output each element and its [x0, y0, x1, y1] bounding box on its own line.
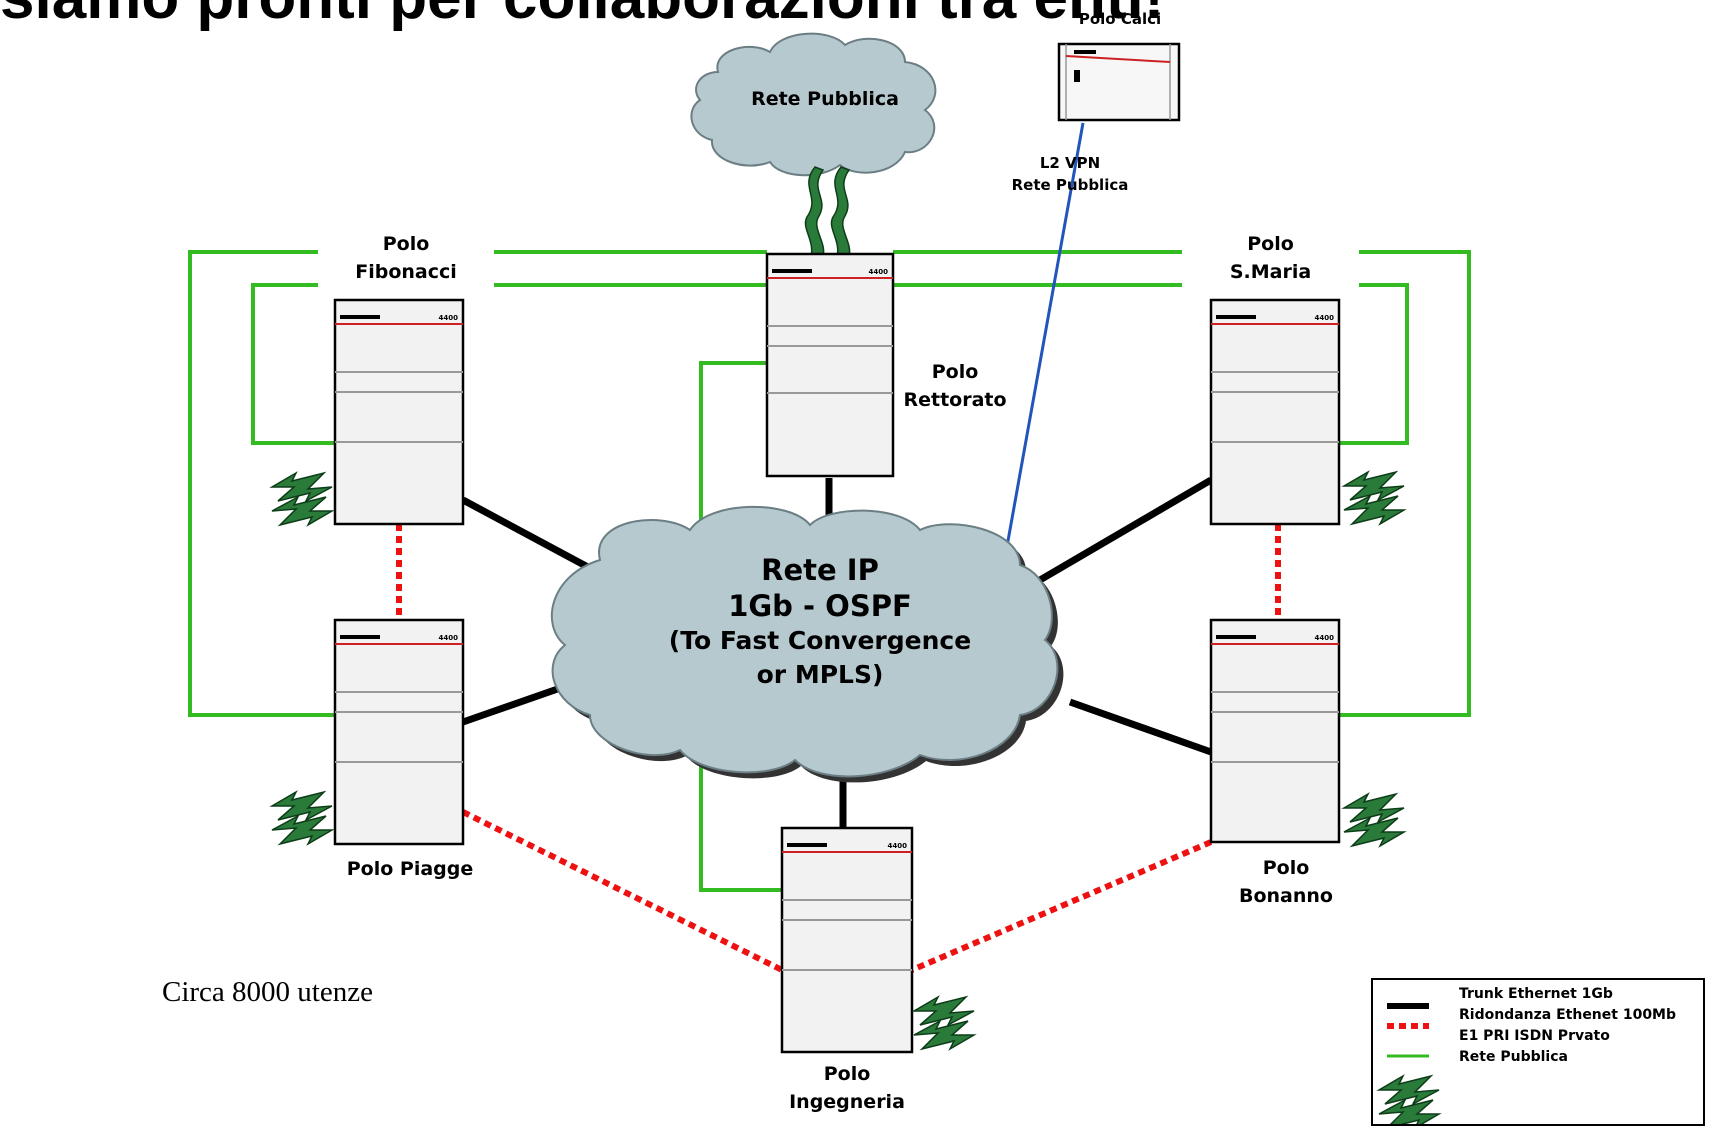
vpn-label-line2: Rete Pubblica — [1011, 176, 1129, 194]
public-network-icon-fibonacci — [271, 472, 333, 526]
redundancy-links — [396, 524, 1281, 973]
public-cloud — [690, 32, 937, 177]
legend: Trunk Ethernet 1Gb Ridondanza Ethenet 10… — [1371, 978, 1705, 1126]
node-label-ingegneria-line1: Polo — [823, 1063, 871, 1085]
core-cloud-line3: (To Fast Convergence — [668, 626, 972, 655]
device-rettorato — [765, 252, 895, 478]
vpn-label-line1: L2 VPN — [1039, 154, 1101, 172]
node-label-rettorato-line2: Rettorato — [903, 389, 1007, 411]
device-bonanno — [1209, 618, 1341, 844]
node-label-bonanno-line2: Bonanno — [1239, 885, 1333, 907]
node-label-rettorato: Polo Rettorato — [895, 358, 1015, 414]
model-bonanno: 4400 — [1315, 634, 1335, 642]
core-cloud-line1: Rete IP — [761, 553, 879, 587]
users-note: Circa 8000 utenze — [162, 976, 373, 1008]
legend-swatch-public-icon — [1378, 1075, 1440, 1124]
isdn-link-fibonacci-inner — [251, 283, 335, 445]
public-network-icon-piagge — [271, 791, 333, 845]
node-label-smaria-line2: S.Maria — [1229, 261, 1312, 283]
model-piagge: 4400 — [439, 634, 459, 642]
legend-item-trunk: Trunk Ethernet 1Gb — [1459, 986, 1613, 1002]
core-cloud — [550, 505, 1064, 783]
node-label-bonanno: Polo Bonanno — [1224, 854, 1348, 910]
model-fibonacci: 4400 — [439, 314, 459, 322]
node-label-ingegneria: Polo Ingegneria — [780, 1060, 914, 1116]
isdn-link-smaria-outer — [1340, 250, 1471, 717]
public-cloud-label: Rete Pubblica — [751, 88, 899, 110]
redundancy-link-bonanno-ingegneria — [910, 839, 1213, 973]
model-ingegneria: 4400 — [888, 842, 908, 850]
public-network-icon-ingegneria — [913, 996, 975, 1050]
node-label-bonanno-line1: Polo — [1262, 857, 1310, 879]
device-piagge — [333, 618, 465, 846]
public-network-icon — [804, 166, 851, 258]
public-network-icon-smaria — [1343, 471, 1405, 525]
device-calci — [1057, 42, 1181, 122]
legend-item-isdn: E1 PRI ISDN Prvato — [1459, 1028, 1610, 1044]
isdn-links — [188, 250, 1471, 892]
legend-item-redundancy: Ridondanza Ethenet 100Mb — [1459, 1007, 1677, 1023]
node-label-fibonacci: Polo Fibonacci — [318, 230, 494, 286]
node-label-ingegneria-line2: Ingegneria — [789, 1091, 905, 1113]
trunk-link-smaria — [1038, 476, 1213, 584]
node-label-smaria: Polo S.Maria — [1182, 230, 1359, 286]
core-cloud-line2: 1Gb - OSPF — [728, 589, 912, 623]
node-label-calci: Polo Calci — [1078, 10, 1162, 28]
vpn-label: L2 VPN Rete Pubblica — [1000, 152, 1140, 196]
device-smaria — [1209, 298, 1341, 526]
model-rettorato: 4400 — [869, 268, 889, 276]
core-cloud-label: Rete IP 1Gb - OSPF (To Fast Convergence … — [640, 552, 1000, 692]
core-cloud-line4: or MPLS) — [756, 660, 884, 689]
node-label-fibonacci-line1: Polo — [382, 233, 430, 255]
public-network-icon-bonanno — [1343, 793, 1405, 847]
model-smaria: 4400 — [1315, 314, 1335, 322]
vpn-link-calci — [1004, 122, 1085, 553]
device-ingegneria — [780, 826, 914, 1054]
node-label-piagge: Polo Piagge — [346, 858, 474, 880]
isdn-link-smaria-inner — [1340, 283, 1409, 445]
node-label-rettorato-line1: Polo — [931, 361, 979, 383]
node-label-smaria-line1: Polo — [1247, 233, 1294, 255]
device-fibonacci — [333, 298, 465, 526]
legend-item-public: Rete Pubblica — [1459, 1049, 1568, 1065]
trunk-link-bonanno — [1068, 698, 1213, 756]
isdn-link-fibonacci-outer — [188, 250, 335, 717]
node-label-fibonacci-line2: Fibonacci — [355, 261, 457, 283]
legend-swatches — [1378, 1003, 1440, 1124]
slide-title: siamo pronti per collaborazioni tra enti… — [0, 0, 1164, 33]
